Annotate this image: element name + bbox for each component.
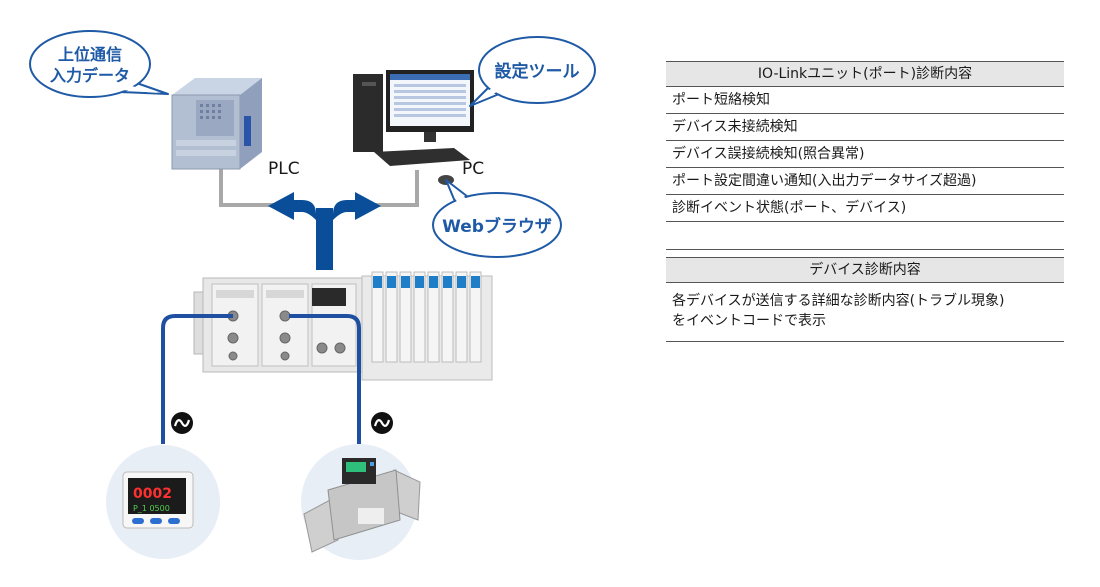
device-diagnostics-header: デバイス診断内容	[666, 257, 1064, 283]
network-arrow	[268, 192, 381, 270]
bubble-plc-data-line2: 入力データ	[50, 66, 130, 85]
device-diagnostics-text: 各デバイスが送信する詳細な診断内容(トラブル現象) をイベントコードで表示	[666, 283, 1064, 342]
sensor-sub-value: P_1 0500	[133, 504, 170, 513]
diagnostics-item: ポート短絡検知	[666, 87, 1064, 114]
bubble-web-browser: Webブラウザ	[432, 179, 562, 258]
io-link-diagnostics-table: IO-Linkユニット(ポート)診断内容 ポート短絡検知 デバイス未接続検知 デ…	[666, 61, 1064, 250]
diagnostics-item: ポート設定間違い通知(入出力データサイズ超過)	[666, 168, 1064, 195]
system-diagram: 0002 P_1 0500 上位通信 入力データ 設定ツール Webブラウザ	[29, 30, 596, 560]
io-link-symbol-icon	[171, 412, 193, 434]
diagnostics-item: デバイス未接続検知	[666, 114, 1064, 141]
device-diagnostics-line1: 各デバイスが送信する詳細な診断内容(トラブル現象)	[672, 293, 1005, 309]
flow-sensor	[303, 458, 421, 553]
io-link-symbol-icon	[371, 412, 393, 434]
pc-unit	[353, 70, 474, 185]
plc-label: PLC	[268, 159, 300, 179]
bubble-setting-tool-label: 設定ツール	[495, 61, 580, 82]
bubble-setting-tool: 設定ツール	[469, 36, 596, 107]
bubble-web-browser-label: Webブラウザ	[442, 216, 552, 237]
device-diagnostics-line2: をイベントコードで表示	[672, 313, 826, 329]
io-link-diagnostics-header: IO-Linkユニット(ポート)診断内容	[666, 61, 1064, 87]
sensor-display-value: 0002	[133, 486, 172, 502]
io-link-cable-left	[161, 314, 233, 444]
io-link-cable-right	[289, 314, 361, 444]
bubble-plc-data-line1: 上位通信	[58, 45, 122, 64]
plc-unit	[171, 78, 262, 170]
diagnostics-empty-row	[666, 222, 1064, 250]
device-diagnostics-table: デバイス診断内容 各デバイスが送信する詳細な診断内容(トラブル現象) をイベント…	[666, 257, 1064, 342]
pc-label: PC	[462, 159, 484, 179]
diagnostics-item: 診断イベント状態(ポート、デバイス)	[666, 195, 1064, 222]
io-link-manifold	[193, 271, 493, 381]
pressure-sensor: 0002 P_1 0500	[122, 471, 194, 529]
diagnostics-item: デバイス誤接続検知(照合異常)	[666, 141, 1064, 168]
bubble-plc-data: 上位通信 入力データ	[29, 30, 169, 98]
